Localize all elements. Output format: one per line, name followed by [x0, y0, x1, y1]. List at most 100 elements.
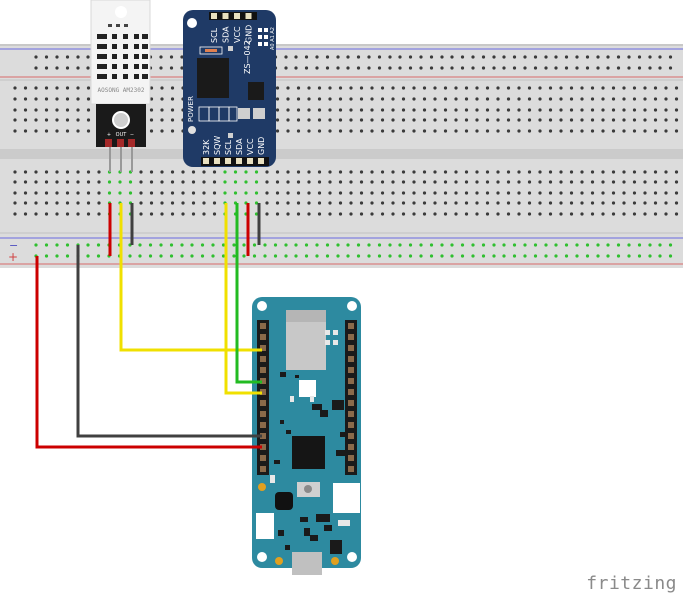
breadboard-hole[interactable]: [317, 201, 322, 205]
breadboard-hole[interactable]: [97, 170, 101, 174]
breadboard-hole[interactable]: [632, 212, 637, 216]
breadboard-hole[interactable]: [548, 108, 553, 112]
mkr-header-pin[interactable]: [260, 356, 266, 362]
breadboard-hole[interactable]: [517, 212, 521, 216]
breadboard-hole[interactable]: [296, 118, 301, 122]
rail-hole[interactable]: [336, 243, 340, 247]
breadboard-hole[interactable]: [412, 201, 416, 205]
breadboard-hole[interactable]: [97, 201, 101, 205]
breadboard-hole[interactable]: [590, 191, 595, 195]
breadboard-hole[interactable]: [622, 212, 626, 216]
breadboard-hole[interactable]: [475, 212, 479, 216]
rail-hole[interactable]: [346, 243, 350, 247]
breadboard-hole[interactable]: [170, 108, 175, 112]
breadboard-hole[interactable]: [559, 191, 563, 195]
breadboard-hole[interactable]: [517, 201, 521, 205]
rail-hole[interactable]: [460, 254, 465, 258]
mkr-header-pin[interactable]: [348, 367, 354, 373]
breadboard-hole[interactable]: [401, 180, 406, 184]
breadboard-hole[interactable]: [580, 86, 584, 90]
rail-hole[interactable]: [606, 55, 610, 59]
breadboard-hole[interactable]: [653, 118, 658, 122]
rail-hole[interactable]: [419, 243, 423, 247]
breadboard-hole[interactable]: [34, 212, 38, 216]
breadboard-hole[interactable]: [307, 129, 311, 133]
breadboard-hole[interactable]: [517, 118, 521, 122]
breadboard-hole[interactable]: [328, 118, 332, 122]
breadboard-hole[interactable]: [653, 97, 658, 101]
breadboard-hole[interactable]: [433, 180, 437, 184]
breadboard-hole[interactable]: [527, 86, 532, 90]
breadboard-hole[interactable]: [569, 191, 574, 195]
rail-hole[interactable]: [440, 254, 444, 258]
rail-hole[interactable]: [294, 254, 298, 258]
breadboard-hole[interactable]: [160, 212, 164, 216]
rail-hole[interactable]: [325, 66, 330, 70]
breadboard-hole[interactable]: [580, 108, 584, 112]
rail-hole[interactable]: [627, 254, 631, 258]
rail-hole[interactable]: [648, 243, 652, 247]
breadboard-hole[interactable]: [496, 118, 500, 122]
breadboard-hole[interactable]: [611, 201, 616, 205]
rail-hole[interactable]: [585, 66, 590, 70]
breadboard-hole[interactable]: [23, 129, 28, 133]
breadboard-hole[interactable]: [86, 212, 91, 216]
breadboard-hole[interactable]: [13, 129, 17, 133]
rail-hole[interactable]: [481, 66, 486, 70]
breadboard-hole[interactable]: [286, 97, 290, 101]
breadboard-hole[interactable]: [149, 180, 154, 184]
breadboard-hole[interactable]: [454, 129, 458, 133]
rail-hole[interactable]: [128, 254, 132, 258]
breadboard-hole[interactable]: [86, 180, 91, 184]
breadboard-hole[interactable]: [296, 170, 301, 174]
rail-hole[interactable]: [450, 55, 454, 59]
rail-hole[interactable]: [159, 243, 163, 247]
breadboard-hole[interactable]: [496, 170, 500, 174]
breadboard-hole[interactable]: [349, 191, 353, 195]
rail-hole[interactable]: [575, 254, 579, 258]
breadboard-hole[interactable]: [212, 180, 217, 184]
breadboard-hole[interactable]: [370, 108, 374, 112]
rail-hole[interactable]: [648, 254, 652, 258]
rail-hole[interactable]: [76, 66, 80, 70]
rail-hole[interactable]: [232, 243, 236, 247]
breadboard-hole[interactable]: [569, 129, 574, 133]
breadboard-hole[interactable]: [485, 129, 490, 133]
breadboard-hole[interactable]: [97, 191, 101, 195]
rail-hole[interactable]: [190, 254, 194, 258]
breadboard-hole[interactable]: [191, 201, 196, 205]
mkr-header-pin[interactable]: [348, 334, 354, 340]
rail-hole[interactable]: [596, 254, 600, 258]
breadboard-hole[interactable]: [349, 170, 353, 174]
breadboard-hole[interactable]: [55, 191, 59, 195]
breadboard-hole[interactable]: [538, 191, 542, 195]
breadboard-hole[interactable]: [443, 108, 448, 112]
breadboard-hole[interactable]: [527, 108, 532, 112]
rail-hole[interactable]: [86, 55, 90, 59]
breadboard-hole[interactable]: [338, 201, 343, 205]
rail-hole[interactable]: [408, 66, 413, 70]
breadboard-hole[interactable]: [307, 97, 311, 101]
breadboard-hole[interactable]: [580, 97, 584, 101]
breadboard-hole[interactable]: [674, 97, 679, 101]
breadboard-hole[interactable]: [538, 212, 542, 216]
rail-hole[interactable]: [450, 243, 454, 247]
mkr-header-pin[interactable]: [260, 345, 266, 351]
breadboard-hole[interactable]: [454, 118, 458, 122]
breadboard-hole[interactable]: [506, 118, 511, 122]
breadboard-hole[interactable]: [538, 108, 542, 112]
breadboard-hole[interactable]: [443, 86, 448, 90]
breadboard-hole[interactable]: [506, 180, 511, 184]
breadboard-hole[interactable]: [632, 108, 637, 112]
breadboard-hole[interactable]: [254, 212, 259, 216]
breadboard-hole[interactable]: [296, 108, 301, 112]
breadboard-hole[interactable]: [307, 108, 311, 112]
breadboard-hole[interactable]: [527, 118, 532, 122]
breadboard-hole[interactable]: [611, 212, 616, 216]
breadboard-hole[interactable]: [286, 86, 290, 90]
breadboard-hole[interactable]: [643, 108, 647, 112]
rail-hole[interactable]: [86, 254, 90, 258]
rail-hole[interactable]: [138, 243, 142, 247]
breadboard-hole[interactable]: [485, 118, 490, 122]
mkr-header-pin[interactable]: [348, 378, 354, 384]
